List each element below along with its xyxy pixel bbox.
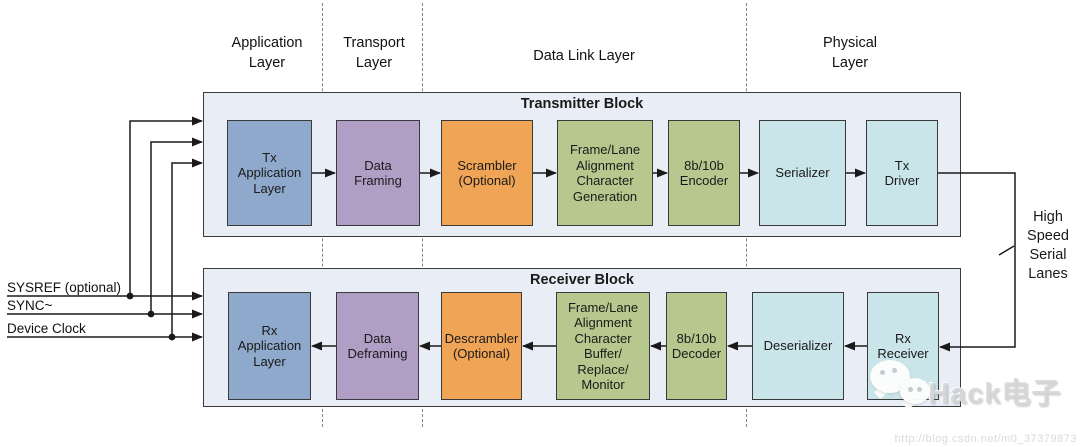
junction-dot-device-clock	[168, 333, 176, 341]
block-frame-lane-generation: Frame/Lane Alignment Character Generatio…	[557, 120, 653, 226]
block-data-framing: Data Framing	[336, 120, 420, 226]
signal-label-sync: SYNC~	[7, 298, 53, 313]
signal-label-sysref: SYSREF (optional)	[7, 280, 122, 295]
block-tx-driver: Tx Driver	[866, 120, 938, 226]
wechat-icon	[868, 356, 934, 414]
high-speed-serial-lanes-label: High Speed Serial Lanes	[1027, 209, 1069, 282]
wire-device-clock-to-tx	[171, 158, 203, 337]
header-transport-layer: Transport Layer	[343, 35, 405, 71]
block-deserializer: Deserializer	[752, 292, 844, 400]
block-serializer: Serializer	[759, 120, 846, 226]
junction-dot-sysref	[126, 292, 134, 300]
signal-label-device-clock: Device Clock	[7, 321, 86, 336]
block-rx-application-layer: Rx Application Layer	[228, 292, 311, 400]
wire-sysref-to-tx	[129, 116, 203, 296]
header-application-layer: Application Layer	[231, 35, 303, 71]
watermark-brand-text: Hack电子	[928, 378, 1062, 410]
block-data-deframing: Data Deframing	[336, 292, 419, 400]
junction-dot-sync	[147, 310, 155, 318]
block-8b10b-decoder: 8b/10b Decoder	[666, 292, 727, 400]
block-tx-application-layer: Tx Application Layer	[227, 120, 312, 226]
block-descrambler: Descrambler (Optional)	[441, 292, 522, 400]
header-physical-layer: Physical Layer	[823, 35, 877, 71]
watermark-url-text: http://blog.csdn.net/m0_37379873	[894, 433, 1077, 445]
block-scrambler: Scrambler (Optional)	[441, 120, 533, 226]
serial-lanes-callout-tick	[998, 245, 1015, 256]
wire-sync-to-tx	[150, 137, 203, 314]
block-frame-lane-buffer: Frame/Lane Alignment Character Buffer/ R…	[556, 292, 650, 400]
receiver-block-title: Receiver Block	[530, 272, 634, 288]
block-8b10b-encoder: 8b/10b Encoder	[668, 120, 740, 226]
header-data-link-layer: Data Link Layer	[533, 48, 635, 64]
transmitter-block-title: Transmitter Block	[520, 96, 644, 112]
